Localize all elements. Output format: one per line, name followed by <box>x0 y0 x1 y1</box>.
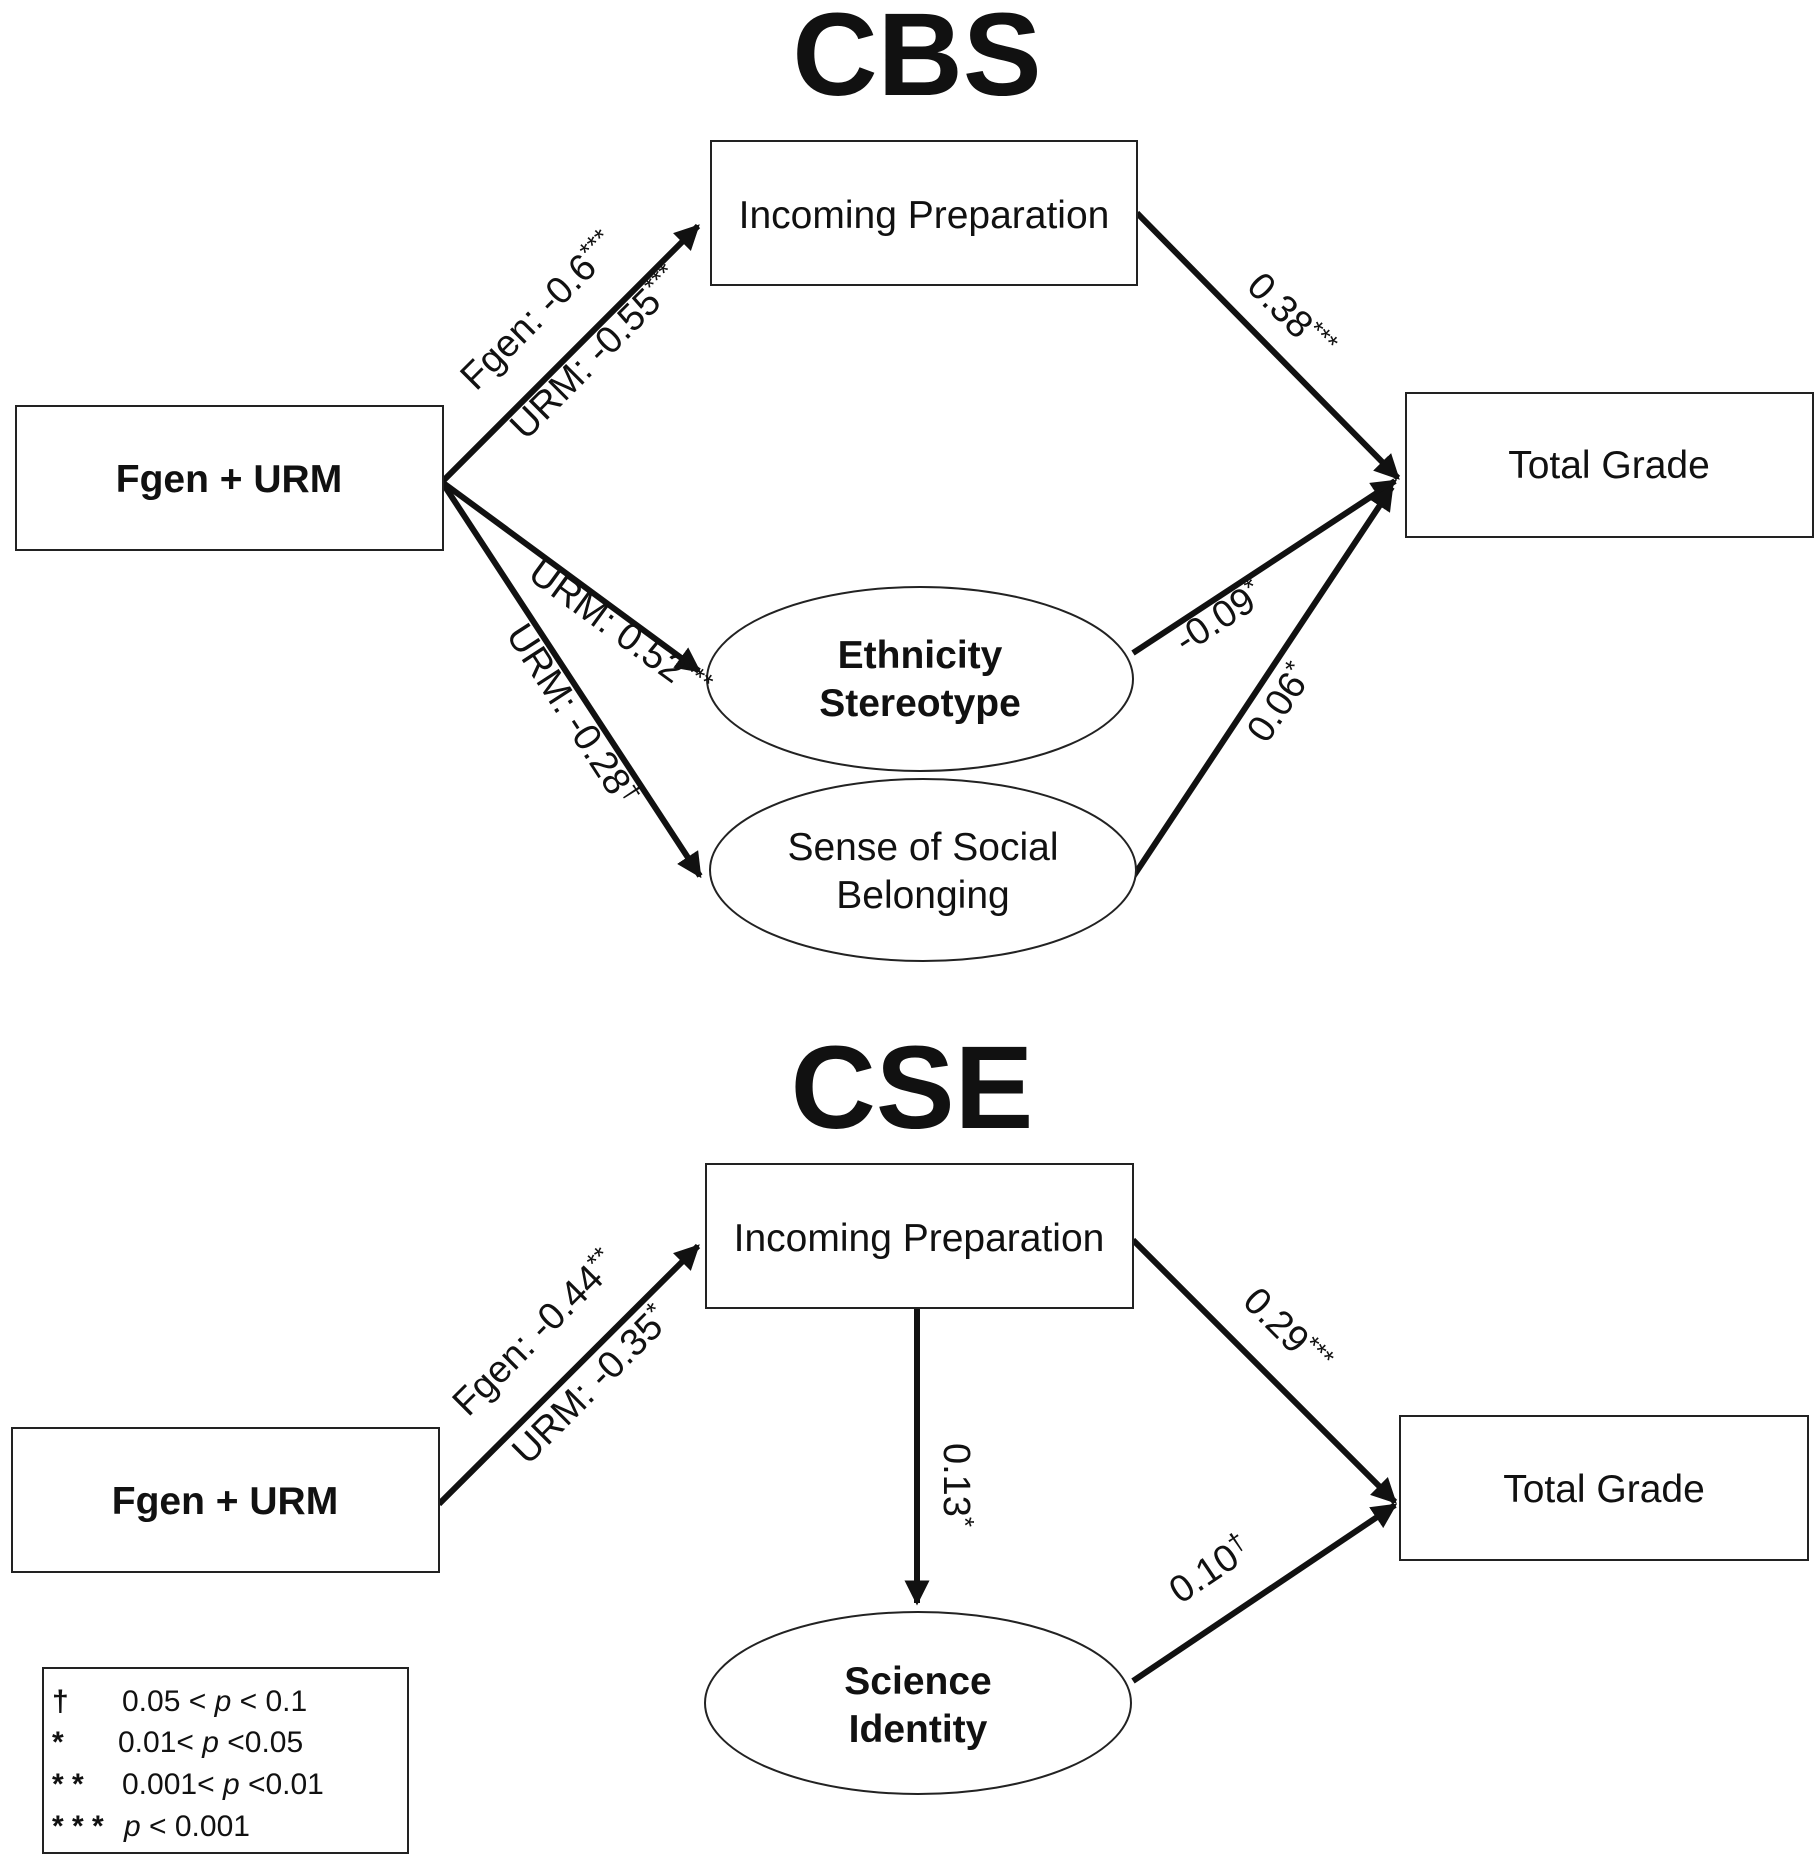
cbs-diagram: CBS Fgen + URM Incoming Preparation Tota… <box>15 0 1814 962</box>
edge-cse-prep-to-grade <box>1130 1237 1398 1505</box>
legend-symbol: † <box>52 1685 69 1718</box>
cse-source-label: Fgen + URM <box>112 1480 338 1523</box>
legend-symbol: * * <box>52 1768 84 1801</box>
cse-identity-label-line1: Science <box>844 1660 991 1703</box>
cbs-source-label: Fgen + URM <box>116 458 342 501</box>
cbs-stereotype-label-line2: Stereotype <box>819 682 1021 725</box>
legend-symbol: * * * <box>52 1810 104 1843</box>
legend-range: p < 0.001 <box>123 1810 250 1843</box>
edge-cse-source-to-prep <box>436 1243 701 1507</box>
legend-range: 0.001< p <0.01 <box>122 1768 324 1801</box>
legend-row: † 0.05 < p < 0.1 <box>52 1685 307 1718</box>
significance-legend: † 0.05 < p < 0.1 * 0.01< p <0.05 * * 0.0… <box>42 1667 409 1854</box>
legend-row: * 0.01< p <0.05 <box>52 1726 303 1759</box>
cse-grade-label: Total Grade <box>1503 1468 1705 1511</box>
edge-cbs-source-to-stereotype <box>440 479 702 674</box>
cse-label-identity-grade: 0.10† <box>1160 1525 1258 1612</box>
cse-prep-label: Incoming Preparation <box>734 1217 1105 1260</box>
cse-label-prep-grade: 0.29*** <box>1235 1278 1341 1384</box>
edge-cbs-prep-to-grade <box>1134 210 1401 481</box>
cbs-belonging-label-line1: Sense of Social <box>787 826 1058 869</box>
edge-cbs-source-to-belonging <box>439 480 703 879</box>
cbs-prep-node: Incoming Preparation <box>710 140 1138 286</box>
edge-cse-identity-to-grade <box>1131 1502 1398 1684</box>
cse-grade-node: Total Grade <box>1399 1415 1809 1561</box>
cbs-belonging-node: Sense of Social Belonging <box>709 778 1137 962</box>
cse-source-node: Fgen + URM <box>11 1427 440 1573</box>
cbs-prep-label: Incoming Preparation <box>739 194 1110 237</box>
cbs-label-prep-grade: 0.38*** <box>1239 263 1345 369</box>
cbs-title: CBS <box>792 0 1041 121</box>
legend-range: 0.05 < p < 0.1 <box>122 1685 307 1718</box>
cse-identity-label-line2: Identity <box>849 1708 988 1751</box>
cbs-source-node: Fgen + URM <box>15 405 444 551</box>
edge-cbs-belonging-to-grade <box>1130 484 1395 879</box>
cbs-stereotype-node: Ethnicity Stereotype <box>706 586 1134 772</box>
cbs-grade-node: Total Grade <box>1405 392 1814 538</box>
cbs-label-stereotype-grade: -0.09* <box>1166 571 1272 661</box>
legend-range: 0.01< p <0.05 <box>118 1726 303 1759</box>
cbs-grade-label: Total Grade <box>1508 444 1710 487</box>
legend-symbol: * <box>52 1726 64 1759</box>
cse-identity-node: Science Identity <box>704 1611 1132 1795</box>
legend-row: * * * p < 0.001 <box>52 1810 250 1843</box>
edge-cbs-source-to-prep <box>439 223 701 485</box>
legend-row: * * 0.001< p <0.01 <box>52 1768 324 1801</box>
edge-cbs-stereotype-to-grade <box>1131 478 1398 656</box>
cse-prep-node: Incoming Preparation <box>705 1163 1134 1309</box>
cse-title: CSE <box>791 1022 1034 1154</box>
cbs-label-source-prep-urm: URM: -0.55*** <box>500 257 691 448</box>
cbs-stereotype-label-line1: Ethnicity <box>838 634 1003 677</box>
cbs-belonging-label-line2: Belonging <box>836 874 1009 917</box>
cse-label-prep-identity: 0.13* <box>935 1443 980 1527</box>
